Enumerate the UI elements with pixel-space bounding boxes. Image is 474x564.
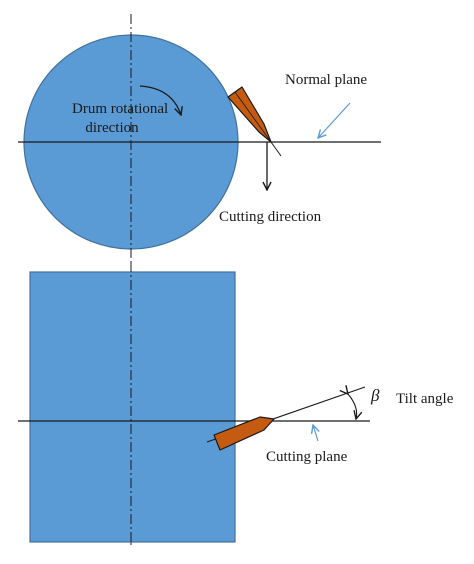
pick-bottom	[213, 416, 275, 451]
drum-rotation-label-line1: Drum rotational	[72, 101, 168, 117]
cutting-direction-label: Cutting direction	[219, 209, 322, 225]
cutting-plane-leader	[313, 425, 318, 442]
tilt-angle-label: Tilt angle	[396, 391, 454, 407]
drum-rectangle	[29, 271, 236, 543]
cutting-plane-label: Cutting plane	[266, 449, 348, 465]
tilt-angle-arc	[348, 394, 357, 419]
normal-plane-leader	[318, 102, 351, 138]
pick-top	[227, 86, 272, 143]
pick-top-centerline	[234, 91, 272, 143]
drum-rotation-label-line2: direction	[85, 120, 139, 136]
beta-symbol: β	[370, 386, 380, 405]
pick-top-extension	[270, 141, 282, 157]
rotation-arrow	[139, 85, 181, 115]
drum-rotation-label: Drum rotational direction	[72, 101, 172, 136]
normal-plane-label: Normal plane	[285, 72, 367, 88]
